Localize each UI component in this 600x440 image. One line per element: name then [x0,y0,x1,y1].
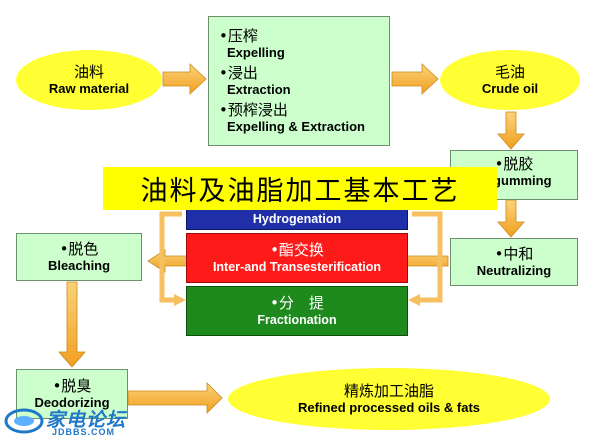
bleaching-en: Bleaching [47,257,111,273]
crude-oil-zh: 毛油 [494,62,525,81]
interesterification-zh: •酯交换 [270,240,324,259]
expelling-extraction-en: Expelling & Extraction [227,118,365,134]
loop-right [412,211,443,303]
hydrogenation-box: Hydrogenation [186,207,408,230]
raw-material-en: Raw material [48,80,130,96]
refined-en: Refined processed oils & fats [297,399,481,415]
interesterification-box: •酯交换 Inter-and Transesterification [186,233,408,283]
extraction-en: Extraction [227,81,291,97]
expelling-extraction-box: •压榨 Expelling •浸出 Extraction •预榨浸出 Expel… [208,16,390,146]
hydrogenation-en: Hydrogenation [252,211,342,226]
fractionation-en: Fractionation [257,312,337,327]
arrow-bleaching-to-deodorizing [58,281,86,368]
expelling-en: Expelling [227,44,285,60]
watermark-site: JDBBS.COM [52,427,116,437]
neutralizing-en: Neutralizing [476,262,552,278]
expelling-zh: •压榨 [219,26,258,45]
arrow-degumming-to-neutralizing [497,199,525,238]
deodorizing-zh: •脱臭 [52,376,92,395]
title-band: 油料及油脂加工基本工艺 [103,167,497,210]
extraction-zh: •浸出 [219,63,258,82]
refined-oils-ellipse: 精炼加工油脂 Refined processed oils & fats [228,368,550,430]
refined-zh: 精炼加工油脂 [343,381,434,400]
arrow-deodorizing-to-refined [127,382,223,414]
fractionation-zh: •分 提 [270,293,324,312]
crude-oil-en: Crude oil [481,80,539,96]
bleaching-box: •脱色 Bleaching [16,233,142,281]
neutralizing-box: •中和 Neutralizing [450,238,578,286]
raw-material-ellipse: 油料 Raw material [16,50,162,110]
loop-right-arrowhead [408,294,420,306]
deodorizing-en: Deodorizing [34,394,110,410]
raw-material-zh: 油料 [73,62,104,81]
degumming-zh: •脱胶 [494,155,534,173]
neutralizing-zh: •中和 [494,244,534,263]
expelling-extraction-zh: •预榨浸出 [219,100,288,119]
arrow-crude-to-degumming [497,111,525,150]
arrow-raw-to-expelling [162,63,207,95]
bleaching-zh: •脱色 [59,239,99,258]
fractionation-box: •分 提 Fractionation [186,286,408,336]
watermark-name: 家电论坛 [46,409,127,431]
jdbbs-logo-icon [4,408,44,434]
loop-left-arrowhead [174,294,186,306]
interesterification-en: Inter-and Transesterification [212,259,382,274]
crude-oil-ellipse: 毛油 Crude oil [440,50,580,110]
diagram-title: 油料及油脂加工基本工艺 [140,176,460,207]
arrow-expelling-to-crude [391,63,439,95]
loop-left [159,211,182,303]
